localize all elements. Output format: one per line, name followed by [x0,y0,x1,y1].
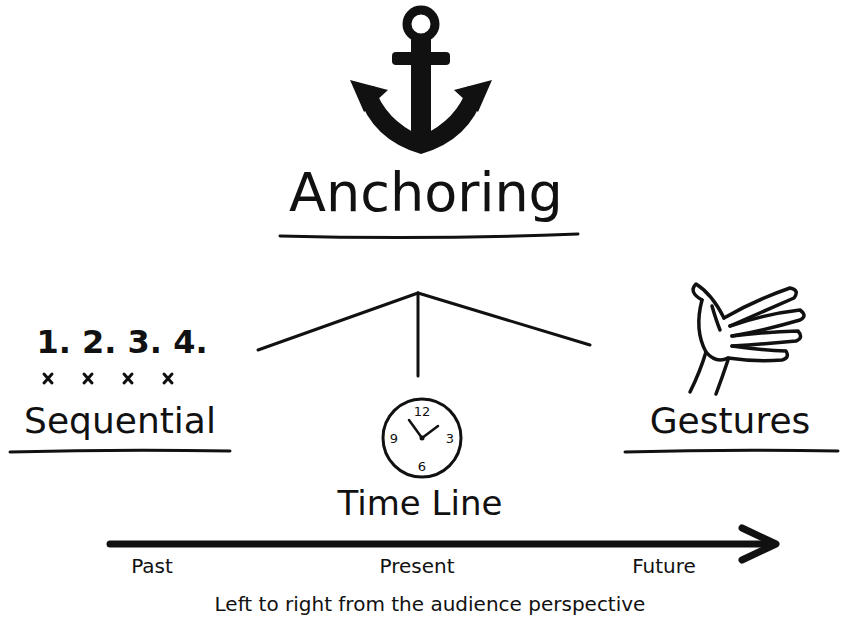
timeline-label: Past [131,555,173,578]
anchor-icon [350,10,492,154]
underline [280,234,578,238]
branch-lines [258,293,590,376]
branch-label: Time Line [338,484,503,523]
clock-face: 12 3 6 9 [380,396,464,480]
sequence-numbers: 1. 2. 3. 4. [36,324,207,361]
clock-number: 9 [390,432,398,445]
x-marks [44,374,172,383]
clock-number: 3 [446,432,454,445]
caption: Left to right from the audience perspect… [215,593,646,616]
timeline-label: Present [379,555,454,578]
clock-number: 12 [414,405,431,418]
timeline-label: Future [632,555,696,578]
branch-label: Gestures [650,400,811,441]
hand-drawing [690,284,804,394]
title: Anchoring [289,162,563,224]
underline [10,450,230,452]
branch-label: Sequential [24,400,216,441]
clock-number: 6 [418,460,426,473]
underline [625,450,838,452]
